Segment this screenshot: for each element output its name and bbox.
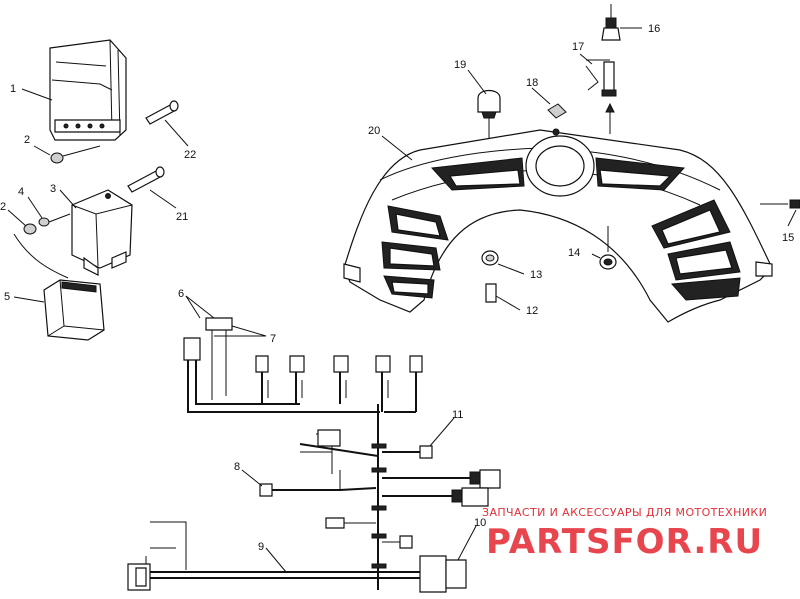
part-connector-12: [485, 283, 521, 311]
callout-10: 10: [474, 517, 486, 529]
part-bolt-22: [145, 100, 189, 147]
part-bolt-21: [127, 166, 177, 209]
callout-11: 11: [452, 409, 463, 421]
callout-1: 1: [10, 83, 16, 95]
part-bracket-module: [71, 189, 133, 276]
wiring-harness: [127, 317, 501, 593]
part-regulator-5: [13, 233, 105, 341]
callout-12: 12: [526, 305, 538, 317]
callout-14: 14: [568, 247, 580, 259]
watermark-brand: PARTSFOR.RU: [486, 522, 763, 562]
callout-7: 7: [270, 333, 276, 345]
callout-3: 3: [50, 183, 56, 195]
watermark-tagline: ЗАПЧАСТИ И АКСЕССУАРЫ ДЛЯ МОТОТЕХНИКИ: [482, 506, 767, 519]
callout-8: 8: [234, 461, 240, 473]
callout-17: 17: [572, 41, 584, 53]
callout-21: 21: [176, 211, 188, 223]
callout-9: 9: [258, 541, 264, 553]
callout-2-lower: 2: [0, 201, 6, 213]
part-nut-lower: [23, 223, 37, 235]
part-screw-15: [760, 199, 800, 209]
callout-22: 22: [184, 149, 196, 161]
watermark: ЗАПЧАСТИ И АКСЕССУАРЫ ДЛЯ МОТОТЕХНИКИ PA…: [482, 506, 767, 562]
part-grommet-14: [599, 226, 617, 270]
part-switch-17: [585, 59, 617, 134]
callout-5: 5: [4, 291, 10, 303]
callout-19: 19: [454, 59, 466, 71]
callout-18: 18: [526, 77, 538, 89]
callout-13: 13: [530, 269, 542, 281]
part-nut-upper: [50, 145, 101, 164]
callout-2-upper: 2: [24, 134, 30, 146]
part-dash-fairing-20: [343, 128, 773, 323]
callout-20: 20: [368, 125, 380, 137]
part-washer-4: [38, 213, 71, 227]
part-grommet-13: [481, 250, 525, 275]
part-clip-18: [547, 103, 567, 119]
callout-labels: 1 2 2 3 4 5 6 7 8 9 10 11 12 13 14 15 16…: [0, 23, 794, 553]
part-bulb-19: [477, 89, 501, 138]
part-plug-16: [601, 4, 642, 41]
callout-16: 16: [648, 23, 660, 35]
callout-6: 6: [178, 288, 184, 300]
callout-15: 15: [782, 232, 794, 244]
callout-4: 4: [18, 186, 24, 198]
part-ecu-module: [49, 39, 127, 141]
